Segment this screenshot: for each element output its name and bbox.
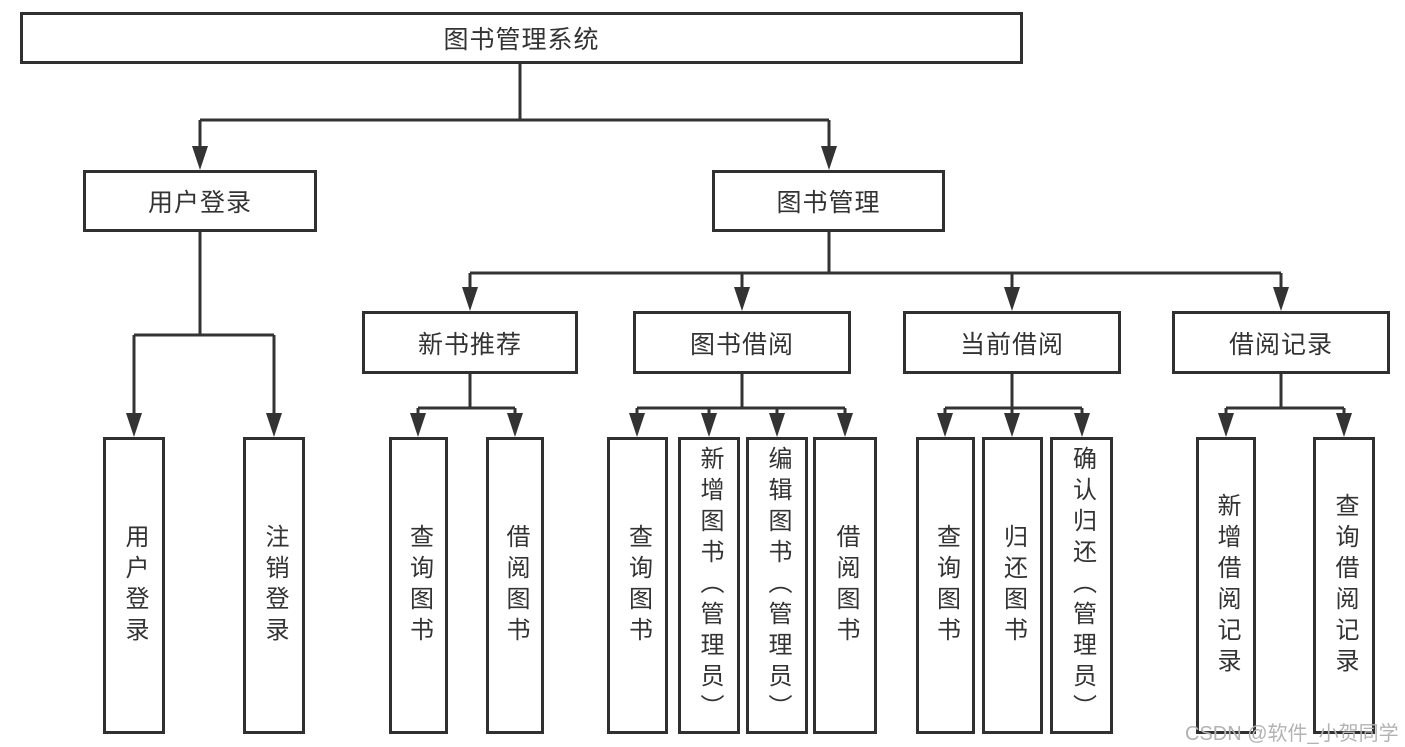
edge-user-login-to-leaves xyxy=(126,232,282,437)
node-book-management: 图书管理 xyxy=(712,170,945,232)
node-label: 新书推荐 xyxy=(417,330,522,359)
csdn-watermark: CSDN @软件_小贺同学 xyxy=(1185,723,1399,745)
node-borrow-records: 借阅记录 xyxy=(1172,311,1390,374)
node-label: 用户登录 xyxy=(121,523,148,648)
edge-book-borrow-to-leaves xyxy=(629,374,853,437)
leaf-edit-books-admin: 编辑图书（管理员） xyxy=(746,437,808,734)
node-library-management-system: 图书管理系统 xyxy=(20,12,1023,64)
node-label: 借阅图书 xyxy=(502,523,529,648)
leaf-return-books: 归还图书 xyxy=(982,437,1043,734)
leaf-query-books-borrow: 查询图书 xyxy=(607,437,668,734)
node-label: 借阅图书 xyxy=(832,523,859,648)
node-label: 图书借阅 xyxy=(689,330,794,359)
leaf-add-borrow-record: 新增借阅记录 xyxy=(1196,437,1256,734)
leaf-borrow-books: 借阅图书 xyxy=(813,437,877,734)
leaf-confirm-return-admin: 确认归还（管理员） xyxy=(1050,437,1113,734)
edge-root-to-level2 xyxy=(192,64,837,170)
node-book-borrow: 图书借阅 xyxy=(633,311,851,374)
node-label: 新增借阅记录 xyxy=(1213,492,1240,679)
node-label: 图书管理系统 xyxy=(443,26,600,54)
edge-current-borrow-to-leaves xyxy=(937,374,1090,437)
node-label: 查询图书 xyxy=(624,523,652,648)
node-user-login: 用户登录 xyxy=(83,170,317,232)
edge-new-book-recommend-to-leaves xyxy=(410,374,523,437)
node-label: 用户登录 xyxy=(147,189,252,217)
node-label: 查询借阅记录 xyxy=(1331,492,1358,679)
edge-book-management-to-level3 xyxy=(462,232,1289,311)
node-label: 新增图书（管理员） xyxy=(696,446,723,725)
leaf-borrow-books-recommend: 借阅图书 xyxy=(486,437,544,734)
node-label: 图书管理 xyxy=(776,189,881,217)
node-label: 当前借阅 xyxy=(959,330,1064,359)
node-label: 编辑图书（管理员） xyxy=(764,446,791,725)
leaf-query-books-recommend: 查询图书 xyxy=(389,437,448,734)
node-label: 归还图书 xyxy=(999,523,1027,648)
leaf-user-login: 用户登录 xyxy=(103,437,165,734)
edge-borrow-records-to-leaves xyxy=(1218,374,1352,437)
node-label: 查询图书 xyxy=(405,523,433,648)
node-current-borrow: 当前借阅 xyxy=(903,311,1121,374)
node-label: 确认归还（管理员） xyxy=(1068,446,1096,725)
node-new-book-recommend: 新书推荐 xyxy=(362,311,578,374)
leaf-query-books-current: 查询图书 xyxy=(916,437,975,734)
leaf-add-books-admin: 新增图书（管理员） xyxy=(678,437,740,734)
leaf-logout-login: 注销登录 xyxy=(243,437,305,734)
leaf-query-borrow-record: 查询借阅记录 xyxy=(1313,437,1375,734)
node-label: 查询图书 xyxy=(932,523,960,648)
node-label: 借阅记录 xyxy=(1228,330,1333,359)
node-label: 注销登录 xyxy=(261,523,288,648)
